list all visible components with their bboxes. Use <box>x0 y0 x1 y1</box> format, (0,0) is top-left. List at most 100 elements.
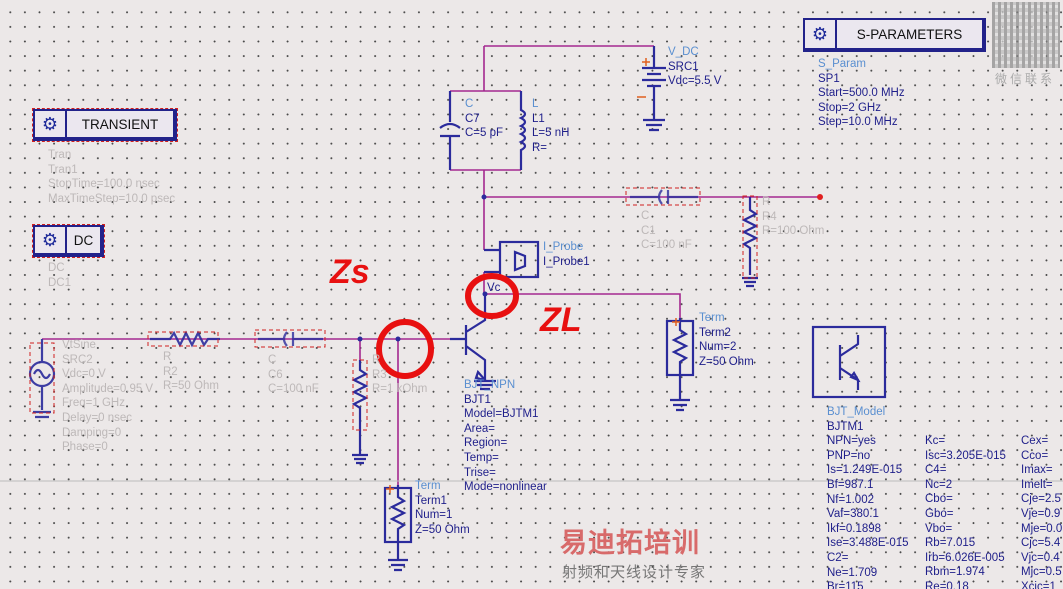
src2-param: Vdc=0 V <box>62 368 106 381</box>
term2-param: Term <box>699 312 725 324</box>
tran-param: MaxTimeStep=10.0 psec <box>48 192 176 205</box>
transient-title: TRANSIENT <box>81 116 159 132</box>
current-probe-icon <box>484 240 540 279</box>
sparam-controller[interactable]: ⚙ S-PARAMETERS <box>803 18 986 52</box>
bjt-param: Trise= <box>464 466 496 479</box>
annotation-zl: ZL <box>540 301 582 339</box>
c1-param: C1 <box>641 224 656 237</box>
model2-param: C4= <box>925 464 947 477</box>
dc-param: DC1 <box>48 276 72 289</box>
qr-code <box>992 2 1060 68</box>
l1-param: L1 <box>532 112 545 125</box>
c7-param: C7 <box>465 112 480 125</box>
model2-param: Rb=7.015 <box>925 537 976 550</box>
transient-controller[interactable]: ⚙ TRANSIENT <box>32 108 178 142</box>
zl-circle <box>465 273 519 319</box>
r3-param: R3 <box>372 368 387 381</box>
model1-param: Br=115 <box>827 581 864 589</box>
model2-param: Nc=2 <box>925 478 953 491</box>
bjt-param: BJT_NPN <box>464 379 516 391</box>
watermark-brand: 易迪拓培训 <box>560 528 700 558</box>
capacitor-c7-icon <box>439 91 461 170</box>
sparam-param: Start=500.0 MHz <box>818 87 905 100</box>
c7-param: C <box>465 98 474 110</box>
model2-param: Kc= <box>925 435 946 447</box>
watermark-tagline: 射频和天线设计专家 <box>562 564 707 581</box>
bjt-model-icon <box>811 325 887 399</box>
model3-param: Mje=0.0 <box>1021 522 1063 535</box>
zs-circle <box>376 319 434 379</box>
r3-param: R=1 kOhm <box>372 383 428 396</box>
l1-param: L=5 nH <box>532 127 570 140</box>
model3-param: Cjc=5.4 <box>1021 537 1061 550</box>
sparam-param: Step=10.0 MHz <box>818 116 898 129</box>
r3-param: R <box>372 354 381 366</box>
annotation-zs: Zs <box>330 253 370 291</box>
term1-param: Z=50 Ohm <box>415 523 470 536</box>
capacitor-c1-icon <box>630 189 698 205</box>
model1-param: C2= <box>827 551 849 564</box>
model1-param: Nf=1.002 <box>827 493 874 506</box>
term1-param: Term1 <box>415 494 447 507</box>
model3-param: Cex= <box>1021 435 1049 447</box>
term2-icon <box>665 318 695 412</box>
qr-caption: 微信联系 <box>995 72 1056 86</box>
src2-param: Freq=1 GHz <box>62 397 125 410</box>
model2-param: Re=0.18 <box>925 580 969 589</box>
handwritten-annotations <box>376 273 519 379</box>
model3-param: Vjc=0.4 <box>1021 551 1060 564</box>
l1-param: L <box>532 98 539 110</box>
dc-controller[interactable]: ⚙ DC <box>32 224 105 258</box>
model3-param: Imax= <box>1021 464 1053 477</box>
l1-param: R= <box>532 141 548 154</box>
label-vc[interactable]: Vc <box>487 281 500 296</box>
dc-title: DC <box>73 232 94 248</box>
c7-param: C=5 pF <box>465 127 504 140</box>
simulation-gear-icon: ⚙ <box>805 20 837 48</box>
model1-param: BJTM1 <box>827 420 864 433</box>
model1-param: Vaf=380.1 <box>827 508 879 521</box>
label-dc[interactable]: DC DC1 <box>48 261 71 290</box>
model1-param: Is=1.249E-015 <box>827 464 903 477</box>
model1-param: BJT_Model <box>827 406 886 418</box>
model2-param: Gbo= <box>925 507 954 520</box>
src2-param: Damping=0 <box>62 426 122 439</box>
term2-param: Num=2 <box>699 341 737 354</box>
sparam-param: Stop=2 GHz <box>818 101 881 114</box>
term1-param: Term <box>415 480 441 492</box>
model1-param: Ne=1.709 <box>827 566 878 579</box>
c1-param: C=100 nF <box>641 239 692 252</box>
components <box>28 46 887 572</box>
sparam-param: SP1 <box>818 72 840 85</box>
bjt-param: Region= <box>464 437 508 450</box>
resistor-r3-icon <box>351 360 369 465</box>
model3-param: Vje=0.9 <box>1021 507 1061 520</box>
inductor-l1-icon <box>518 91 527 170</box>
nodes <box>357 194 488 342</box>
bjt-param: Mode=nonlinear <box>464 481 547 494</box>
sparam-param: S_Param <box>818 58 866 70</box>
vtsine-source-icon <box>28 339 56 419</box>
dc-param: DC <box>48 262 65 274</box>
simulation-gear-icon: ⚙ <box>35 227 67 253</box>
model3-param: Cco= <box>1021 449 1049 462</box>
